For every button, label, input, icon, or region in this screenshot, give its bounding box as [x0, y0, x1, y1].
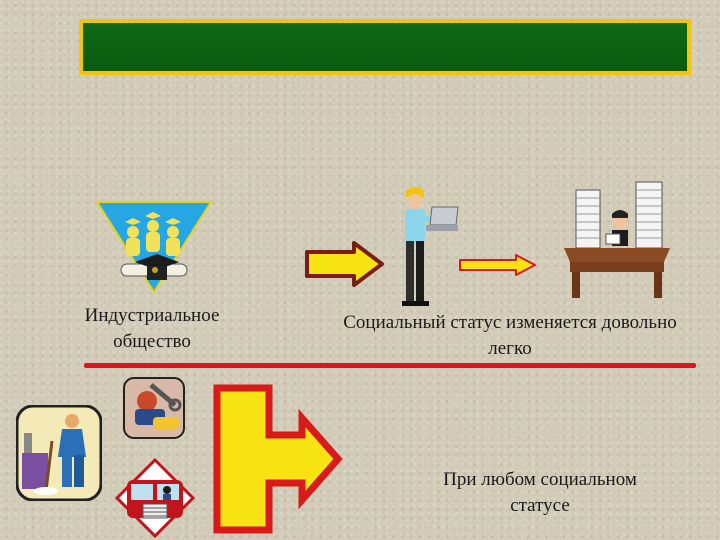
worker-with-laptop-icon — [390, 183, 462, 308]
graduation-triangle-icon — [95, 200, 215, 300]
title-banner — [79, 19, 691, 75]
caption-any-social-status: При любом социальном статусе — [420, 467, 660, 519]
mechanic-with-wrench-icon — [123, 377, 185, 439]
tram-driver-icon — [115, 458, 195, 540]
divider-line — [84, 363, 696, 368]
arrow-right-small-icon — [458, 253, 538, 277]
caption-status-changes-easily: Социальный статус изменяется довольно ле… — [330, 310, 690, 362]
big-t-arrow-icon — [212, 383, 344, 535]
arrow-right-icon — [304, 240, 386, 288]
office-desk-paperwork-icon — [560, 178, 675, 300]
janitor-with-mop-icon — [16, 405, 102, 501]
caption-industrial-society: Индустриальное общество — [52, 303, 252, 355]
